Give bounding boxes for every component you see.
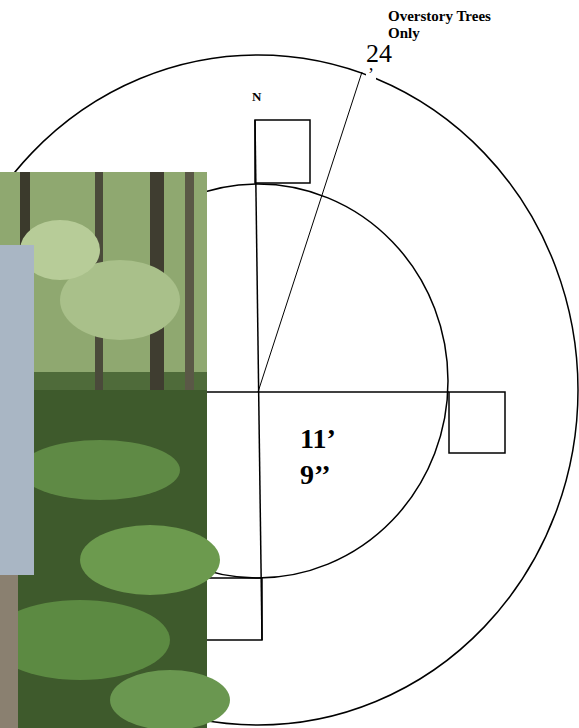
subplot-square (449, 392, 505, 453)
north-south-line (255, 120, 262, 640)
north-label: N (252, 90, 261, 104)
radius-dimension: 24 (364, 40, 394, 69)
radius-dimension: 11’ (300, 424, 336, 455)
subplot-square (255, 120, 310, 183)
diagram-title: Overstory Trees Only (386, 8, 515, 41)
radius-dimension-unit: ’ (366, 66, 376, 86)
forest-photo (0, 172, 230, 728)
subplot-square (205, 578, 262, 640)
radius-dimension: 9’’ (300, 460, 331, 491)
